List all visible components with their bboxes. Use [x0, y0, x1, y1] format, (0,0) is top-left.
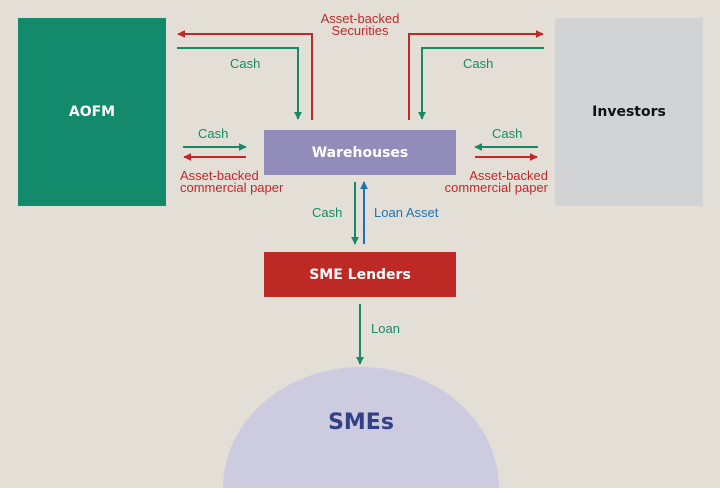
investors-node: Investors [555, 18, 703, 206]
left-abcp-line-2: commercial paper [180, 180, 284, 195]
left-cash-label: Cash [198, 126, 229, 141]
investors-label: Investors [592, 104, 666, 120]
securities-to-aofm-arrow [177, 30, 313, 120]
aofm-node: AOFM [18, 18, 166, 206]
lender-cash-label: Cash [312, 205, 343, 220]
top-securities-line-2: Securities [331, 23, 389, 38]
cash-from-aofm-arrow [177, 47, 302, 120]
loan-asset-label: Loan Asset [374, 205, 439, 220]
right-abcp-line-2: commercial paper [444, 180, 548, 195]
right-cash-label: Cash [492, 126, 523, 141]
top-securities-label: Asset-backed Securities [300, 11, 420, 38]
warehouses-label: Warehouses [311, 144, 409, 161]
smes-label: SMEs [328, 410, 394, 435]
loan-label: Loan [371, 321, 400, 336]
sme-lenders-node: SME Lenders [264, 252, 456, 297]
left-abcp-label: Asset-backed commercial paper [180, 168, 284, 195]
top-securities-line-1: Asset-backed [320, 11, 400, 26]
securities-to-investors-arrow [408, 30, 544, 120]
warehouses-node: Warehouses [264, 130, 456, 175]
left-abcp-line-1: Asset-backed [180, 168, 259, 183]
right-abcp-label: Asset-backed commercial paper [430, 168, 548, 195]
cash-from-investors-arrow [418, 47, 544, 120]
aofm-label: AOFM [68, 104, 116, 120]
top-right-cash-label: Cash [463, 56, 494, 71]
top-left-cash-label: Cash [230, 56, 261, 71]
right-abcp-line-1: Asset-backed [469, 168, 548, 183]
sme-lenders-label: SME Lenders [309, 266, 411, 283]
